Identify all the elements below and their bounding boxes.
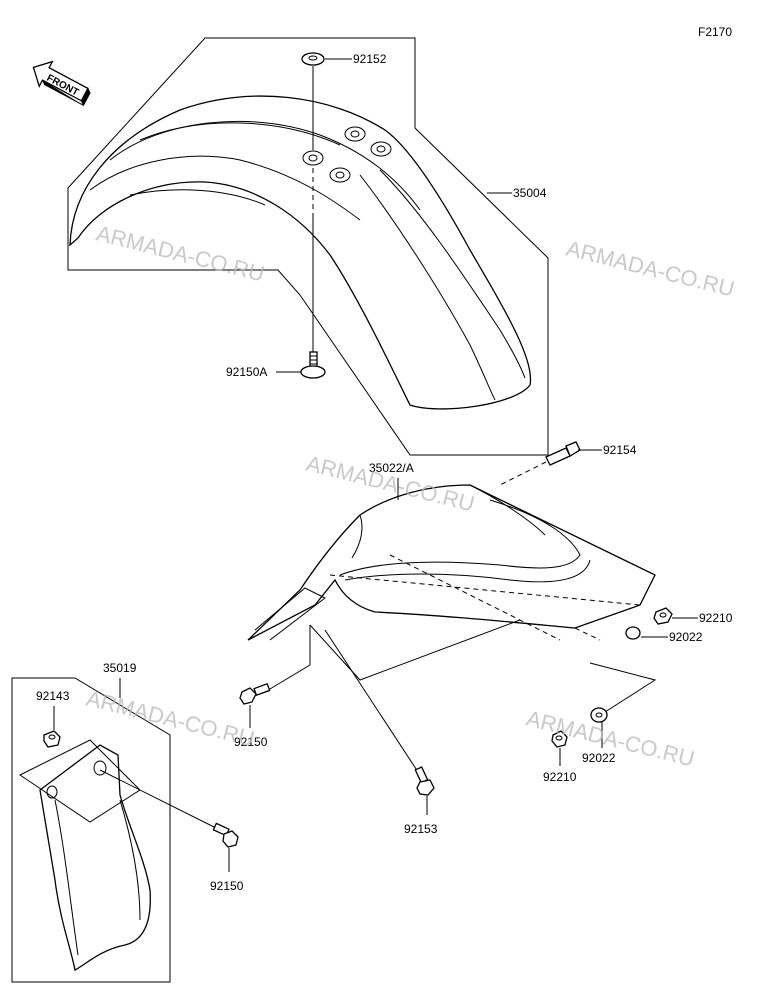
front-fender-frame: [67, 37, 549, 456]
label-92152: 92152: [353, 52, 387, 66]
label-92150-mid: 92150: [234, 735, 268, 749]
label-35004: 35004: [513, 186, 547, 200]
front-arrow-icon: FRONT: [32, 60, 91, 107]
figure-code: F2170: [698, 25, 732, 39]
label-35022A: 35022/A: [369, 461, 414, 475]
bolt-92153: [414, 766, 435, 796]
watermark-1: ARMADA-CO.RU: [94, 221, 267, 287]
label-92150A: 92150A: [226, 365, 267, 379]
bolt-92150A: [300, 351, 326, 379]
label-92150-low: 92150: [210, 879, 244, 893]
label-92022-bottom: 92022: [582, 751, 616, 765]
washer-92152: [301, 52, 325, 66]
label-92210-bottom: 92210: [543, 770, 577, 784]
bolt-92154: [545, 441, 581, 466]
rear-fender: [247, 484, 656, 641]
mud-flap-frame: [11, 677, 171, 983]
nut-92210-bottom: [551, 730, 568, 748]
washer-92022-bottom: [590, 707, 608, 723]
label-92143: 92143: [36, 689, 70, 703]
bolt-92150-low: [212, 822, 239, 848]
washer-92022-right: [625, 626, 641, 640]
label-92022-right: 92022: [669, 630, 703, 644]
label-92210-right: 92210: [699, 611, 733, 625]
label-92154: 92154: [603, 443, 637, 457]
bolt-92150-mid: [239, 683, 271, 705]
nut-92210-right: [653, 607, 673, 625]
collar-92143: [43, 730, 61, 748]
mud-flap: [39, 744, 151, 971]
front-fender: [69, 95, 532, 410]
watermark-2: ARMADA-CO.RU: [564, 236, 737, 302]
label-92153: 92153: [404, 822, 438, 836]
label-35019: 35019: [103, 661, 137, 675]
